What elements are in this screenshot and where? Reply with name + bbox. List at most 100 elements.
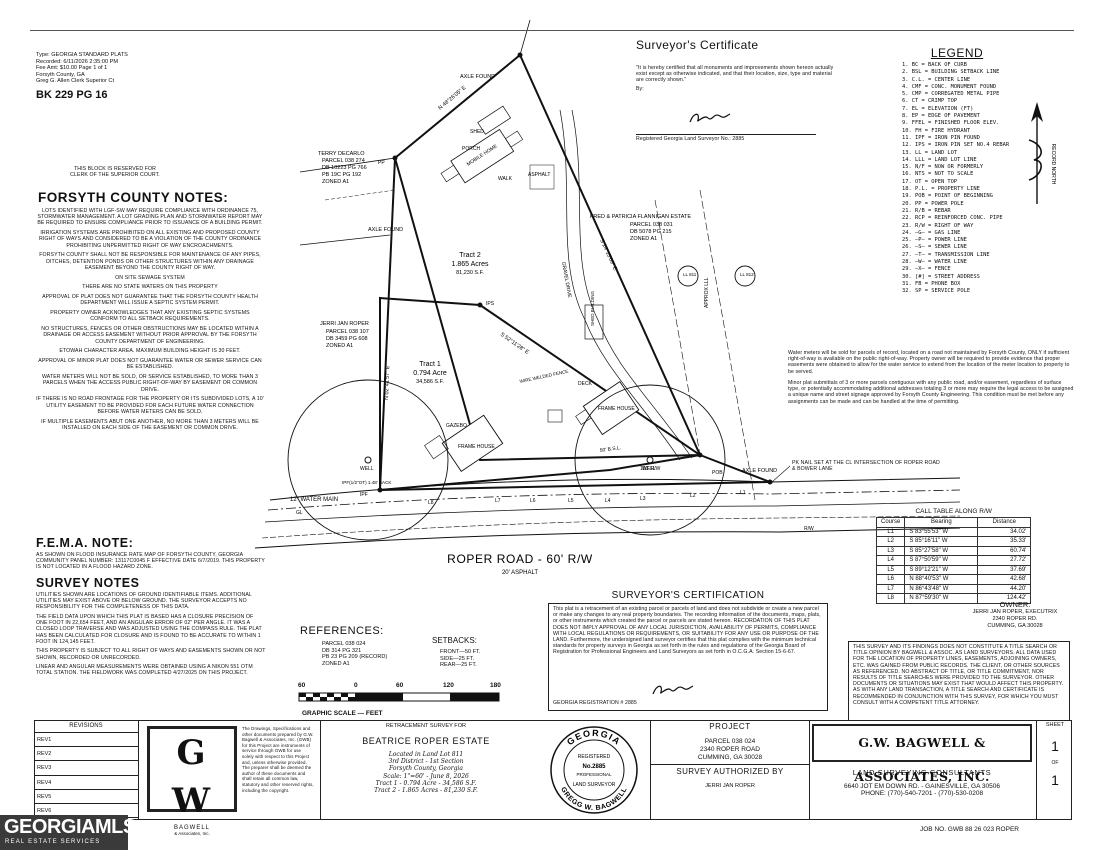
- deck-label: DECK: [578, 381, 593, 387]
- road-surface: 20' ASPHALT: [502, 570, 538, 576]
- county-note: WATER METERS WILL NOT BE SOLD, OR SERVIC…: [42, 374, 258, 393]
- table-cell: L3: [875, 545, 906, 556]
- owner-line: DB 3459 PG 608: [326, 336, 368, 342]
- signature-mark: [652, 685, 694, 695]
- porch: [505, 130, 524, 148]
- recording-line: Fee Amt: $10.00 Page 1 of 1: [36, 65, 108, 72]
- shed-label: SHED: [470, 129, 484, 135]
- east-boundary: [699, 454, 771, 483]
- road-edge-line: [264, 501, 961, 523]
- seal-reg: REGISTERED: [578, 754, 611, 760]
- iron-pin-icon: [697, 452, 703, 458]
- tract2-label: Tract 2 1.865 Acres 81,230 S.F.: [452, 252, 489, 276]
- recording-line: Forsyth County, GA: [36, 71, 85, 78]
- bearing-text: S 24°15'09" E: [598, 238, 618, 272]
- owner-line: PARCEL 038 274: [322, 158, 365, 164]
- sheet-total: 1: [1051, 772, 1059, 788]
- survey-notes: SURVEY NOTES UTILITIES SHOWN ARE LOCATIO…: [36, 576, 266, 680]
- certification-title: SURVEYOR'S CERTIFICATION: [611, 590, 765, 601]
- watermark-main: GEORGIAMLS: [4, 816, 136, 838]
- ll811-label: LL 811: [683, 272, 697, 277]
- certification-reg: GEORGIA REGISTRATION # 2885: [553, 699, 637, 706]
- county-note: ON SITE SEWAGE SYSTEM: [115, 274, 185, 281]
- table-cell: L1: [875, 526, 906, 537]
- county-notes-list: LOTS IDENTIFIED WITH LGF-SW MAY REQUIRE …: [36, 208, 264, 431]
- table-cell: 42.68': [977, 574, 1032, 585]
- legend-item: 24. —G— = GAS LINE: [902, 229, 961, 236]
- fine-print: The Drawings, Specifications and other d…: [242, 726, 314, 793]
- georgiamls-watermark: GEORGIAMLS REAL ESTATE SERVICES: [0, 815, 136, 850]
- gravel-drive-label: GRAVEL DRIVE: [560, 261, 572, 299]
- scale-tick: 180: [490, 682, 501, 689]
- fema-title: F.E.M.A. NOTE:: [36, 536, 134, 550]
- frame-house-label: FRAME HOUSE: [598, 406, 635, 412]
- legend-item: 13. LL = LAND LOT: [902, 149, 958, 156]
- survey-authorized-title: SURVEY AUTHORIZED BY: [651, 764, 809, 776]
- scale-tick: 60: [298, 682, 306, 689]
- ipf-label: IPF: [360, 492, 368, 498]
- sheet-border-top: [30, 30, 1074, 31]
- county-note: ETOWAH CHARACTER AREA. MAXIMUM BUILDING …: [59, 348, 241, 355]
- legend-item: 17. OT = OPEN TOP: [902, 178, 958, 185]
- county-note: IF MULTIPLE EASEMENTS ABUT ONE ANOTHER, …: [41, 418, 259, 431]
- pk-nail-leader: [771, 465, 791, 483]
- retracement-line: 3rd District - 1st Section: [388, 758, 464, 766]
- svg-text:L4: L4: [605, 498, 611, 504]
- legend-item: 3. C.L. = CENTER LINE: [902, 76, 971, 83]
- ipf-back-label: IPF(1/2"OT) 1.48' BACK: [342, 480, 392, 485]
- owner-line: 2340 ROPER RD.: [992, 615, 1038, 622]
- col-course: Course: [875, 517, 906, 528]
- ips-label: IPS: [486, 301, 495, 307]
- col-distance: Distance: [977, 517, 1032, 528]
- project-line: 2340 ROPER ROAD: [700, 746, 760, 753]
- legend-item: 16. NTS = NOT TO SCALE: [902, 171, 974, 178]
- frame-house-east: [582, 381, 640, 436]
- retracement-line: Scale: 1"=60' - June 8, 2026: [383, 772, 469, 780]
- project-line: CUMMING, GA 30028: [697, 754, 763, 761]
- table-cell: S 85°16'11" W: [904, 536, 979, 547]
- county-notes-title: FORSYTH COUNTY NOTES:: [38, 190, 229, 205]
- adjoiner-line: [519, 19, 531, 56]
- tract2-title: Tract 2: [459, 252, 481, 259]
- certification-box: This plat is a retracement of an existin…: [548, 603, 828, 711]
- sheet-num: 1: [1051, 738, 1059, 754]
- survey-authorized-by: JERRI JAN ROPER: [705, 783, 755, 789]
- porch: [440, 164, 460, 183]
- retracement-block: RETRACEMENT SURVEY FOR BEATRICE ROPER ES…: [320, 720, 531, 820]
- county-note: IRRIGATION SYSTEMS ARE PROHIBITED ON ALL…: [38, 230, 262, 249]
- table-cell: L2: [875, 536, 906, 547]
- cert-reg: Registered Georgia Land Surveyor No.: 28…: [636, 136, 745, 142]
- water-main-label: 12" WATER MAIN: [290, 497, 338, 503]
- approx-lll-label: APPROX LLL: [704, 277, 710, 308]
- shed-building-label: SHED BUILDING: [590, 290, 595, 326]
- owner-line: ZONED A1: [630, 236, 657, 242]
- tract1-label: Tract 1 0.794 Acre 34,586 S.F.: [413, 361, 447, 385]
- asphalt-label: ASPHALT: [528, 172, 550, 178]
- firm-sub: LAND SURVEYING CONSULTANTS: [852, 768, 992, 777]
- shed: [547, 409, 563, 423]
- table-cell: S 85°27'58" W: [904, 545, 979, 556]
- fema-text: AS SHOWN ON FLOOD INSURANCE RATE MAP OF …: [36, 552, 265, 571]
- adjoiner-line: [299, 157, 396, 173]
- table-cell: 35.33': [977, 536, 1032, 547]
- owner-line: JERRI JAN ROPER: [320, 321, 369, 327]
- legend-item: 29. —X— = FENCE: [902, 266, 951, 273]
- legend-item: 19. POB = POINT OF BEGINNING: [902, 193, 993, 200]
- graphic-scale: 60 0 60 120 180 GRAPHIC SCALE — FEET: [298, 682, 518, 717]
- legend-item: 23. R/W = RIGHT OF WAY: [902, 222, 974, 229]
- gw-logo-name: BAGWELL: [173, 825, 210, 831]
- firm-name: G.W. BAGWELL & ASSOCIATES, INC.: [812, 724, 1032, 784]
- adjoiner-line: [324, 189, 396, 201]
- owner-roper: JERRI JAN ROPER PARCEL 038 107 DB 3459 P…: [320, 321, 369, 349]
- bearing-text: N 02°41'57" E: [384, 365, 391, 400]
- pk-nail-label: PK NAIL SET AT THE CL INTERSECTION OF RO…: [792, 460, 940, 473]
- table-cell: L8: [875, 593, 906, 604]
- table-cell: N 86°43'48" W: [904, 583, 979, 594]
- svg-text:L2: L2: [690, 493, 696, 499]
- revisions-title: REVISIONS: [34, 720, 138, 733]
- land-lot-marker: [677, 265, 699, 287]
- owner-line: PARCEL 038 031: [630, 222, 673, 228]
